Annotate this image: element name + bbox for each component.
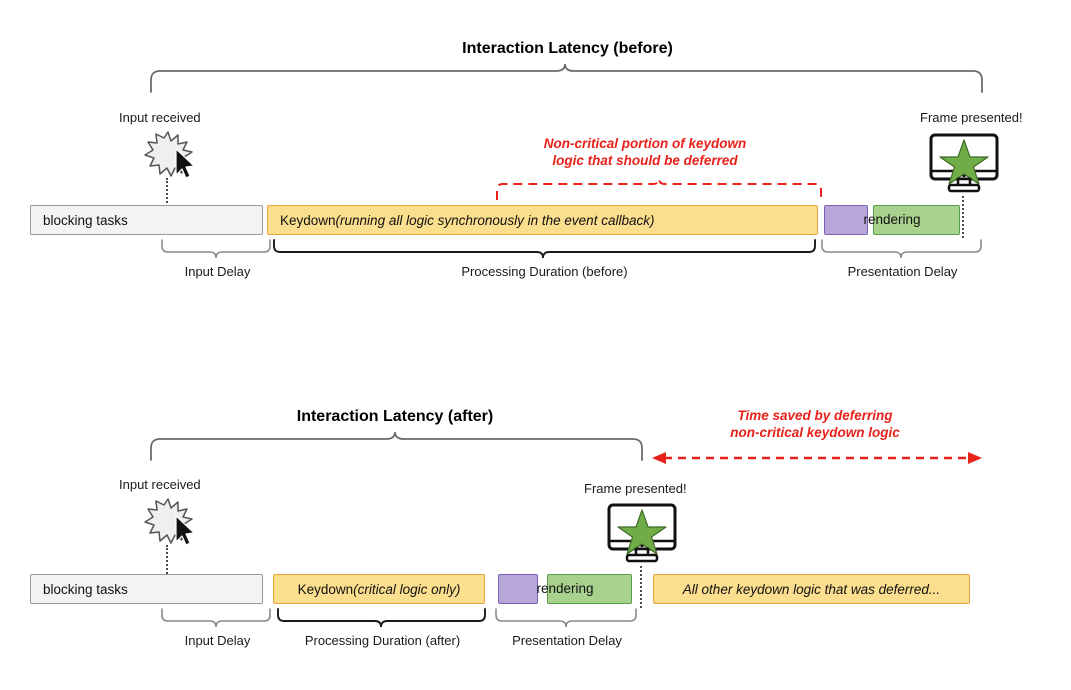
before-phase-input-delay-label: Input Delay: [184, 264, 251, 279]
before-diagram-title: Interaction Latency (before): [462, 40, 673, 57]
after-bar-keydown: Keydown (critical logic only): [273, 574, 485, 604]
before-latency-brace: [150, 63, 983, 93]
monitor-star-icon: [607, 503, 677, 563]
before-frame-presented-label: Frame presented!: [920, 110, 1023, 125]
before-phase-presentation-delay-label: Presentation Delay: [847, 264, 958, 279]
after-input-received-label: Input received: [119, 477, 201, 492]
input-burst-cursor-icon: [144, 498, 195, 546]
before-annotation-line2: logic that should be deferred: [552, 152, 738, 168]
before-input-received-label: Input received: [119, 110, 201, 125]
before-bar-rendering-green: [873, 205, 960, 235]
monitor-star-icon: [929, 133, 999, 193]
after-annotation-line1: Time saved by deferring: [737, 408, 893, 423]
after-bar-keydown-label: Keydown: [297, 581, 354, 597]
after-latency-brace: [150, 431, 643, 461]
after-bar-blocking-tasks-label: blocking tasks: [43, 581, 128, 597]
after-processing-duration-brace: [277, 608, 486, 628]
after-phase-processing-duration-label: Processing Duration (after): [304, 633, 461, 648]
after-bar-rendering-purple: [498, 574, 538, 604]
after-time-saved-arrow: [652, 452, 982, 464]
before-bar-blocking-tasks: blocking tasks: [30, 205, 263, 235]
after-phase-presentation-delay-label: Presentation Delay: [512, 633, 622, 648]
before-bar-keydown-label-detail: (running all logic synchronously in the …: [335, 212, 655, 228]
after-phase-input-delay-label: Input Delay: [184, 633, 251, 648]
after-annotation: Time saved by deferring non-critical key…: [660, 408, 970, 442]
input-burst-cursor-icon: [144, 131, 195, 179]
after-input-guide-line: [166, 545, 168, 577]
before-bar-rendering-purple: [824, 205, 868, 235]
before-frame-guide-line: [962, 196, 964, 238]
before-rendering-text: rendering: [863, 212, 921, 227]
before-bar-keydown-label: Keydown: [280, 212, 336, 228]
before-bar-keydown: Keydown (running all logic synchronously…: [267, 205, 818, 235]
before-phase-processing-duration-label: Processing Duration (before): [461, 264, 628, 279]
after-frame-presented-label: Frame presented!: [584, 481, 687, 496]
before-annotation: Non-critical portion of keydown logic th…: [470, 136, 820, 170]
before-processing-duration-brace: [273, 239, 816, 259]
before-annotation-dashed-brace: [496, 178, 822, 200]
before-input-delay-brace: [161, 239, 271, 259]
after-bar-deferred-work: All other keydown logic that was deferre…: [653, 574, 970, 604]
after-frame-guide-line: [640, 566, 642, 608]
after-rendering-text: rendering: [536, 581, 594, 596]
after-bar-deferred-work-label: All other keydown logic that was deferre…: [682, 581, 941, 597]
after-annotation-line2: non-critical keydown logic: [730, 424, 900, 440]
after-bar-blocking-tasks: blocking tasks: [30, 574, 263, 604]
after-presentation-delay-brace: [495, 608, 637, 628]
after-bar-rendering-green: [547, 574, 632, 604]
before-annotation-line1: Non-critical portion of keydown: [543, 136, 747, 151]
before-bar-blocking-tasks-label: blocking tasks: [43, 212, 128, 228]
before-input-guide-line: [166, 178, 168, 210]
after-diagram-title: Interaction Latency (after): [296, 408, 494, 425]
after-bar-keydown-label-detail: (critical logic only): [353, 581, 461, 597]
after-input-delay-brace: [161, 608, 271, 628]
before-presentation-delay-brace: [821, 239, 982, 259]
